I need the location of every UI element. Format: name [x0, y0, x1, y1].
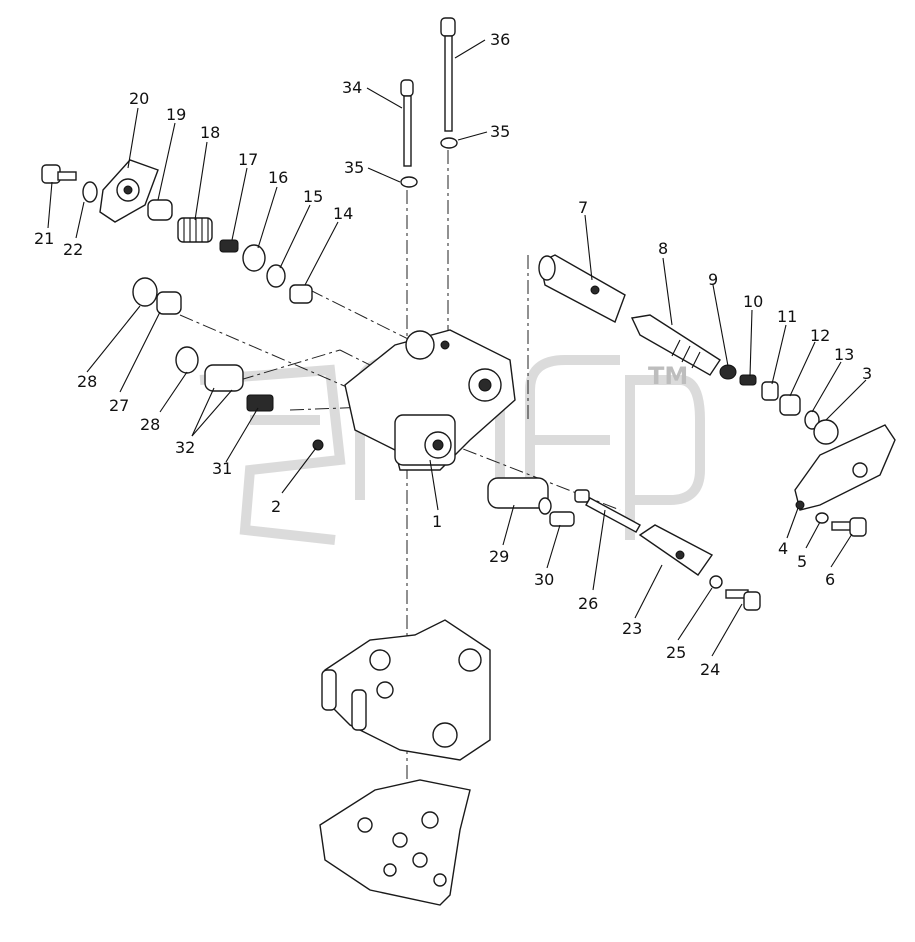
insert-30 — [549, 511, 575, 527]
label-34: 34 — [342, 78, 362, 97]
label-27: 27 — [109, 396, 129, 415]
label-12: 12 — [810, 326, 830, 345]
plug-27 — [156, 291, 182, 315]
washer-25 — [709, 575, 723, 589]
label-13: 13 — [834, 345, 854, 364]
label-19: 19 — [166, 105, 186, 124]
cover-20 — [99, 159, 159, 223]
leader-lines — [47, 39, 867, 657]
base-plate — [319, 779, 471, 906]
label-5: 5 — [797, 552, 807, 571]
ring-16 — [242, 244, 266, 272]
washer-35-left — [400, 176, 418, 188]
lower-housing — [321, 619, 491, 761]
trademark-mark: TM — [648, 362, 688, 390]
cover-4 — [794, 424, 896, 511]
label-21: 21 — [34, 229, 54, 248]
label-32: 32 — [175, 438, 195, 457]
label-29: 29 — [489, 547, 509, 566]
sleeve-23 — [638, 524, 714, 576]
label-24: 24 — [700, 660, 720, 679]
label-1: 1 — [432, 512, 442, 531]
bolt-24 — [725, 589, 761, 611]
label-20: 20 — [129, 89, 149, 108]
o-ring-3 — [813, 419, 839, 445]
bolt-34 — [400, 79, 414, 167]
label-14: 14 — [333, 204, 353, 223]
rod-26 — [574, 489, 641, 533]
label-28-lower: 28 — [140, 415, 160, 434]
label-28-upper: 28 — [77, 372, 97, 391]
pin-2 — [312, 439, 324, 451]
label-35-left: 35 — [344, 158, 364, 177]
part-labels: 36 34 35 35 20 19 18 17 16 15 14 21 22 2… — [34, 30, 872, 679]
seat-11 — [761, 381, 779, 401]
washer-5 — [815, 512, 829, 524]
valve-body-1 — [344, 329, 516, 471]
plug-19 — [147, 199, 173, 221]
label-25: 25 — [666, 643, 686, 662]
label-9: 9 — [708, 270, 718, 289]
label-23: 23 — [622, 619, 642, 638]
bolt-6 — [831, 517, 867, 537]
pin-14 — [289, 284, 313, 304]
label-16: 16 — [268, 168, 288, 187]
label-17: 17 — [238, 150, 258, 169]
label-22: 22 — [63, 240, 83, 259]
spool-8 — [630, 314, 721, 376]
label-2: 2 — [271, 497, 281, 516]
label-8: 8 — [658, 239, 668, 258]
label-18: 18 — [200, 123, 220, 142]
label-35-right: 35 — [490, 122, 510, 141]
label-15: 15 — [303, 187, 323, 206]
plug-12 — [779, 394, 801, 416]
label-36: 36 — [490, 30, 510, 49]
spring-18 — [177, 217, 213, 243]
seal-28-lower — [175, 346, 199, 374]
label-31: 31 — [212, 459, 232, 478]
ball-9 — [719, 364, 737, 380]
washer-35-right — [440, 137, 458, 149]
label-4: 4 — [778, 539, 788, 558]
plug-29 — [487, 477, 552, 515]
ring-15 — [266, 264, 286, 288]
label-30: 30 — [534, 570, 554, 589]
spring-10 — [739, 374, 757, 386]
seal-28-upper — [132, 277, 158, 307]
label-26: 26 — [578, 594, 598, 613]
washer-22 — [82, 181, 98, 203]
spring-17 — [219, 239, 239, 253]
label-7: 7 — [578, 198, 588, 217]
bolt-21 — [41, 164, 77, 184]
sleeve-7 — [538, 254, 626, 323]
label-6: 6 — [825, 570, 835, 589]
label-3: 3 — [862, 364, 872, 383]
spring-31 — [246, 394, 274, 412]
label-11: 11 — [777, 307, 797, 326]
bolt-36 — [440, 17, 456, 132]
plug-32 — [204, 364, 244, 392]
label-10: 10 — [743, 292, 763, 311]
